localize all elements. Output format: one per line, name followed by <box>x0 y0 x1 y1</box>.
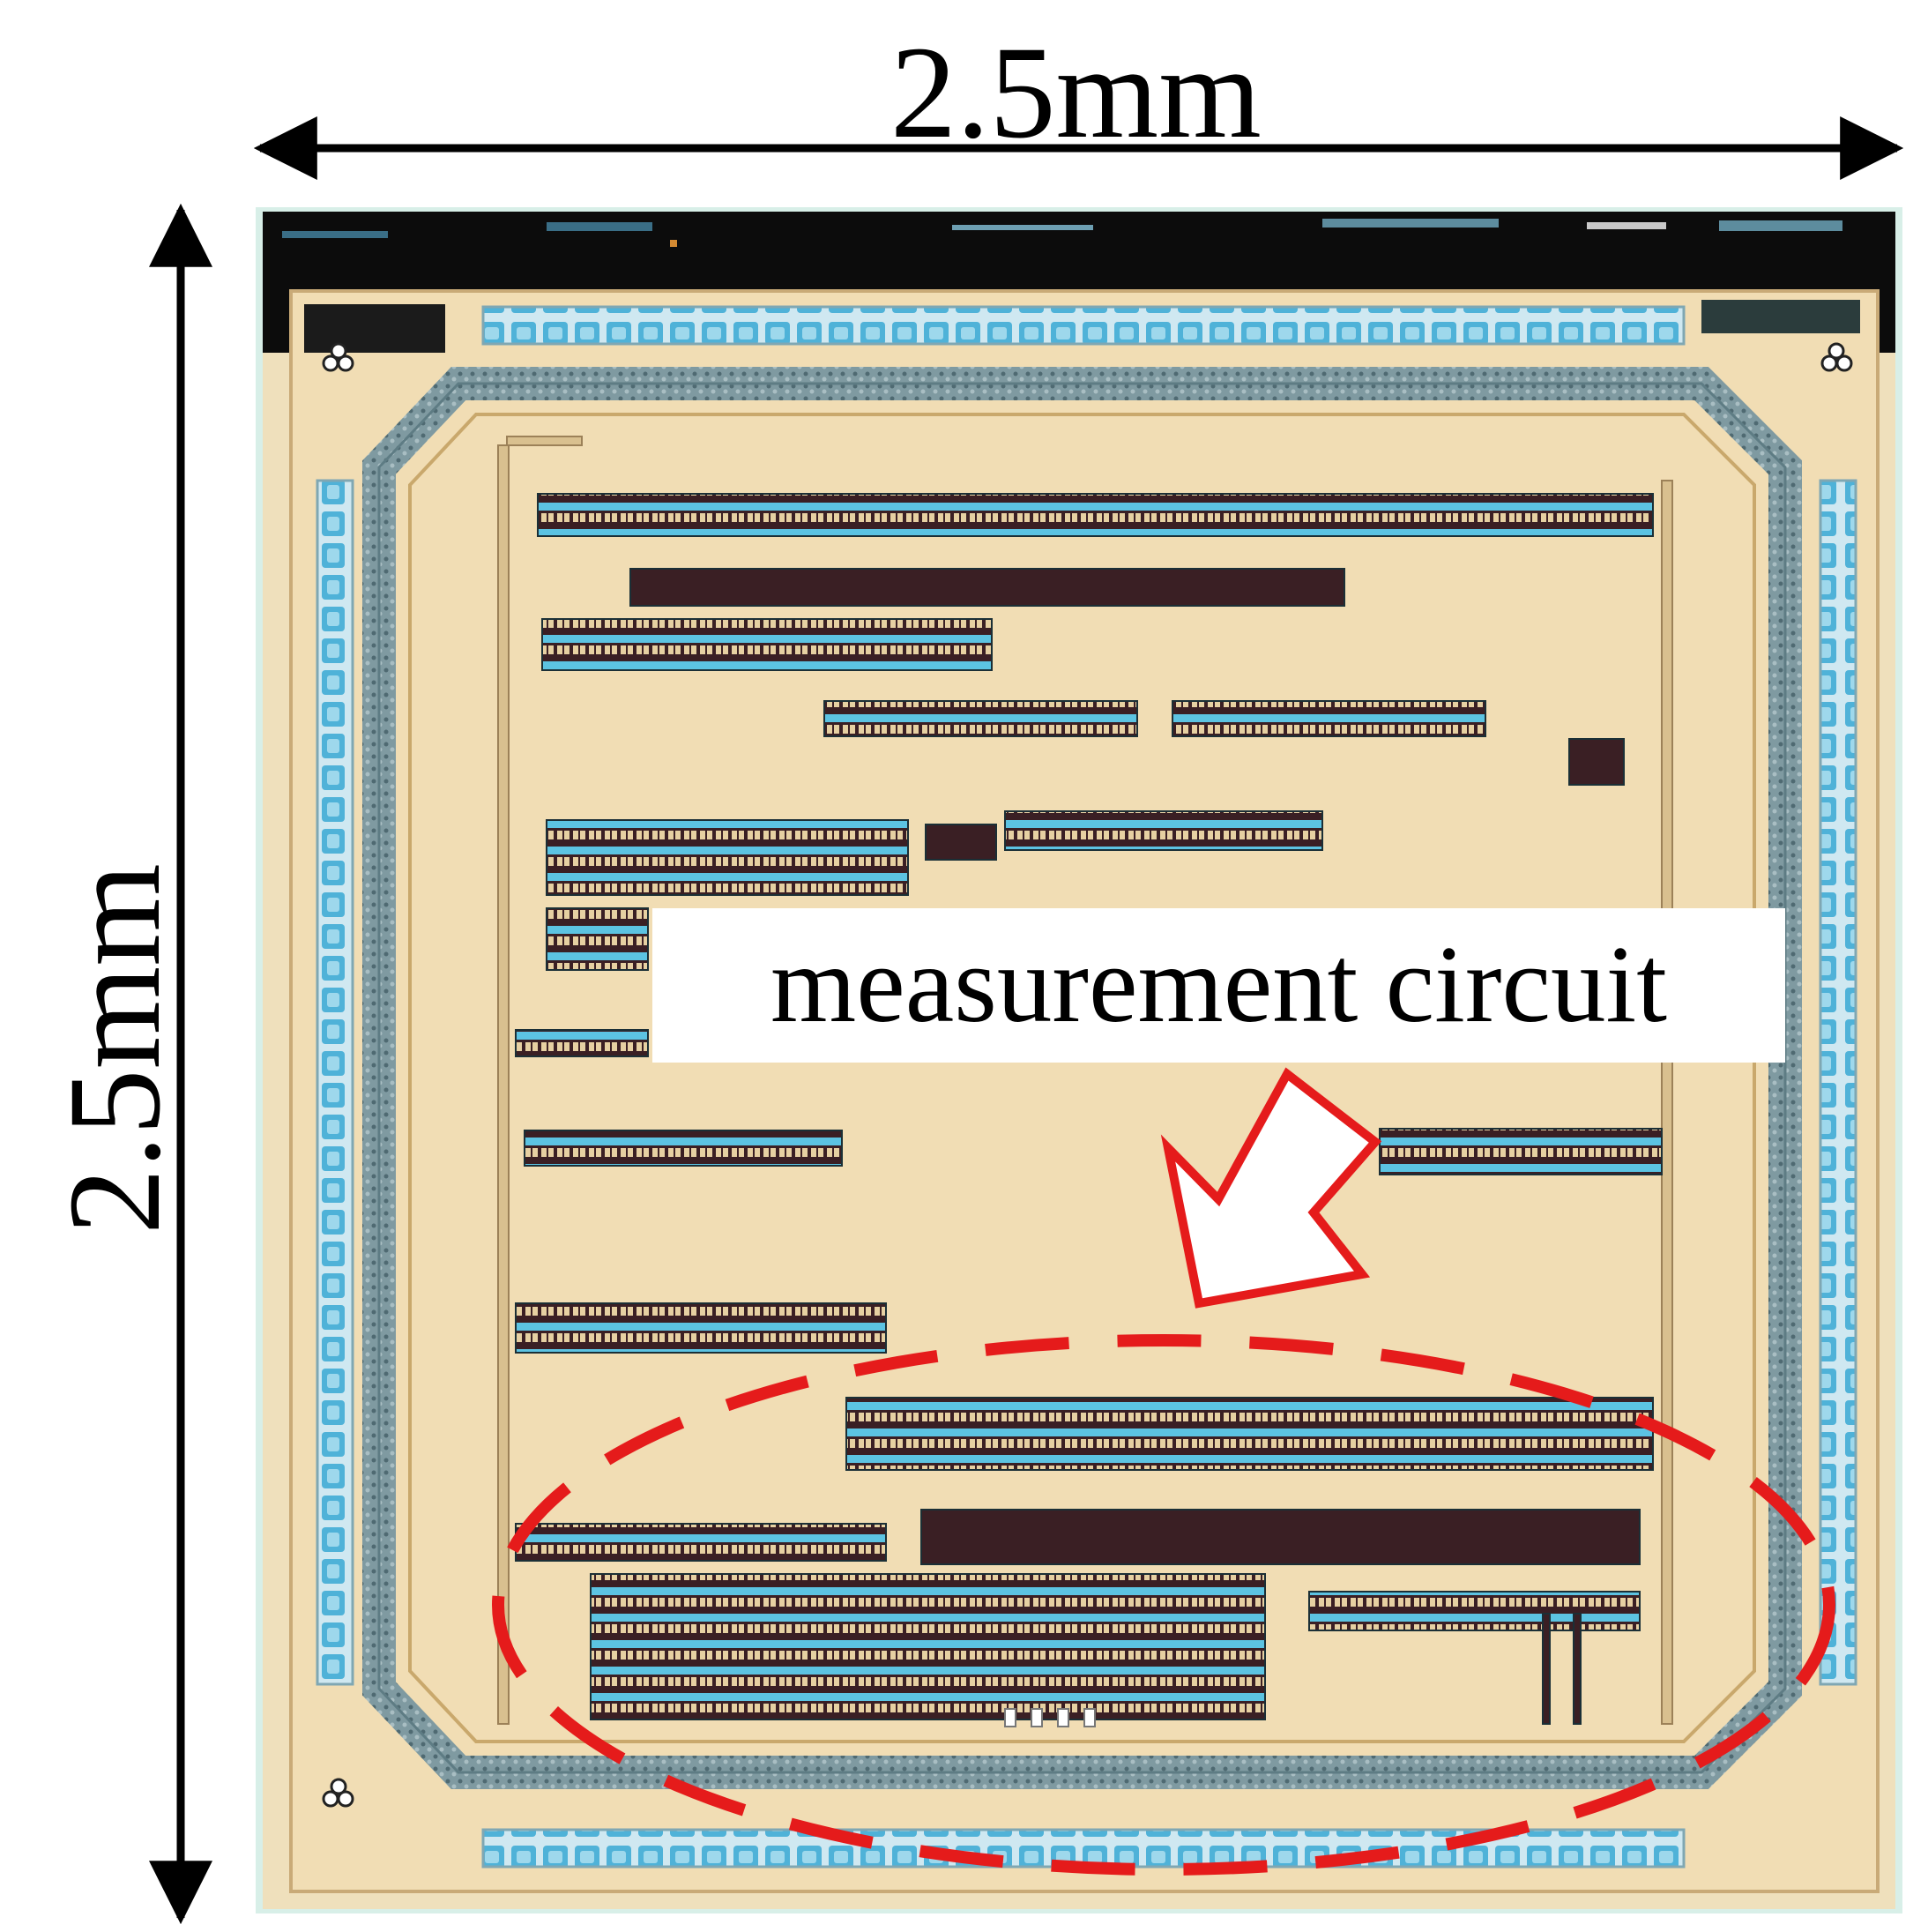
callout-label-box: measurement circuit <box>652 908 1785 1063</box>
pad-column-left <box>316 479 354 1686</box>
pad-column-right <box>1819 479 1857 1686</box>
height-dimension-label: 2.5mm <box>41 863 188 1235</box>
callout-arrow <box>1160 1067 1382 1309</box>
circuit-blocks <box>515 493 1663 1725</box>
width-dimension-label: 2.5mm <box>890 19 1262 166</box>
callout-label: measurement circuit <box>770 924 1667 1046</box>
pad-row-top <box>481 305 1686 346</box>
measurement-region-highlight <box>492 1334 1835 1876</box>
